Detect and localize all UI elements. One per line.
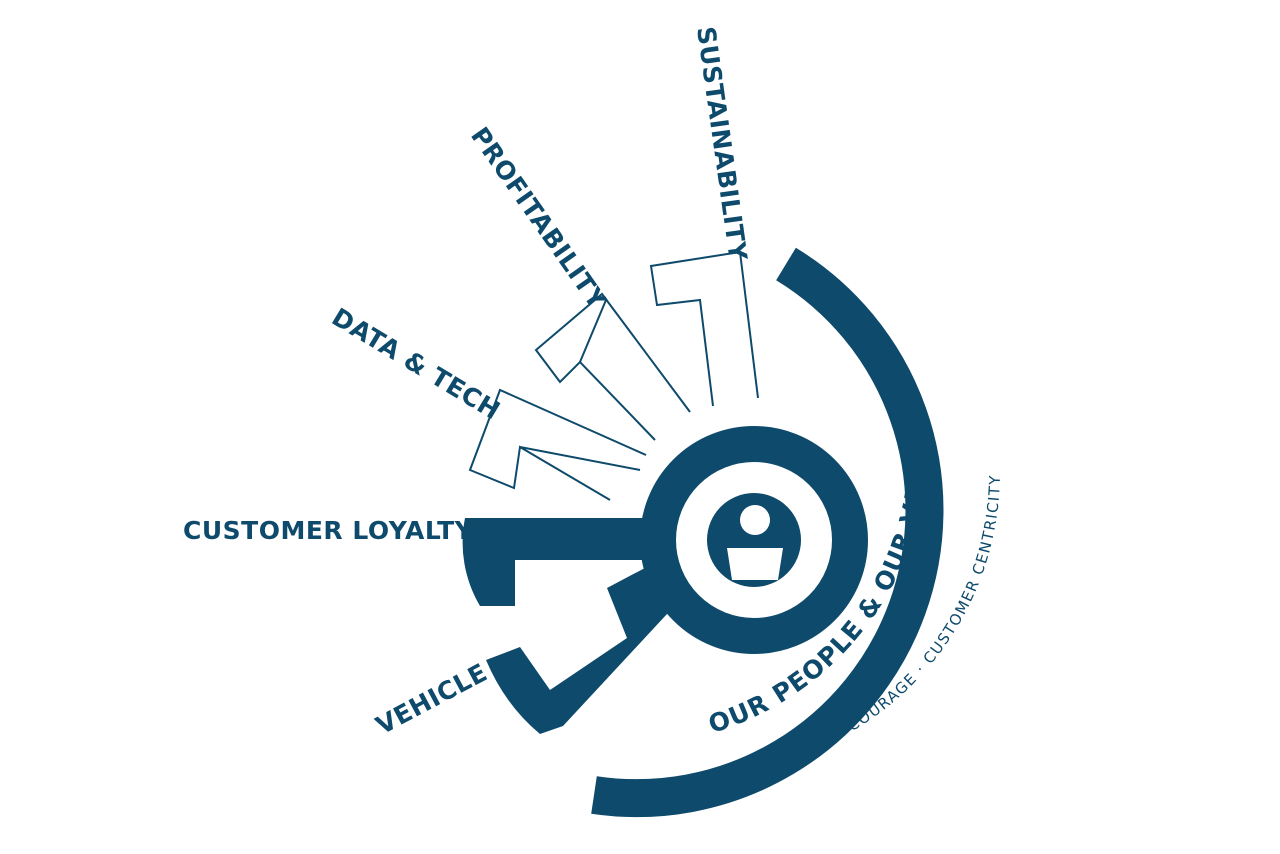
profitability-shape (534, 292, 691, 441)
pillar-label-profitability: PROFITABILITY (465, 122, 612, 315)
pillar-label-vehicle: VEHICLE (371, 658, 492, 741)
sustainability-shape (649, 250, 759, 407)
outer-arc (591, 247, 944, 818)
center-ring (640, 426, 868, 654)
vehicle-shape (486, 560, 680, 734)
pillar-label-sustainability: SUSTAINABILITY (691, 25, 753, 263)
data-tech-shape (468, 388, 647, 501)
person-icon (727, 505, 783, 580)
pillar-label-customer-loyalty: CUSTOMER LOYALTY (183, 516, 474, 545)
customer-loyalty-shape (462, 518, 650, 606)
pillar-label-data-tech: DATA & TECH (327, 302, 505, 425)
